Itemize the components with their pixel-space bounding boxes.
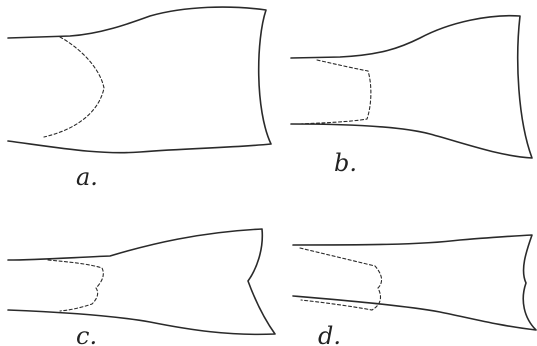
panel-b-dashed-inner-outline [300, 60, 371, 124]
panel-d-outline [293, 235, 536, 330]
panel-a: a. [8, 7, 271, 191]
panel-b-outline [291, 16, 532, 158]
panel-b: b. [291, 16, 532, 177]
panel-a-label: a. [76, 163, 98, 191]
panel-d-label: d. [318, 322, 341, 346]
panel-c-outline [8, 229, 275, 334]
panel-c-dashed-inner-outline [48, 260, 103, 311]
panel-c-label: c. [76, 322, 97, 346]
panel-d: d. [293, 235, 536, 346]
panel-a-dashed-inner-outline [44, 37, 104, 137]
panel-a-outline [8, 7, 271, 153]
panel-c: c. [8, 229, 275, 346]
panel-b-label: b. [334, 149, 357, 177]
